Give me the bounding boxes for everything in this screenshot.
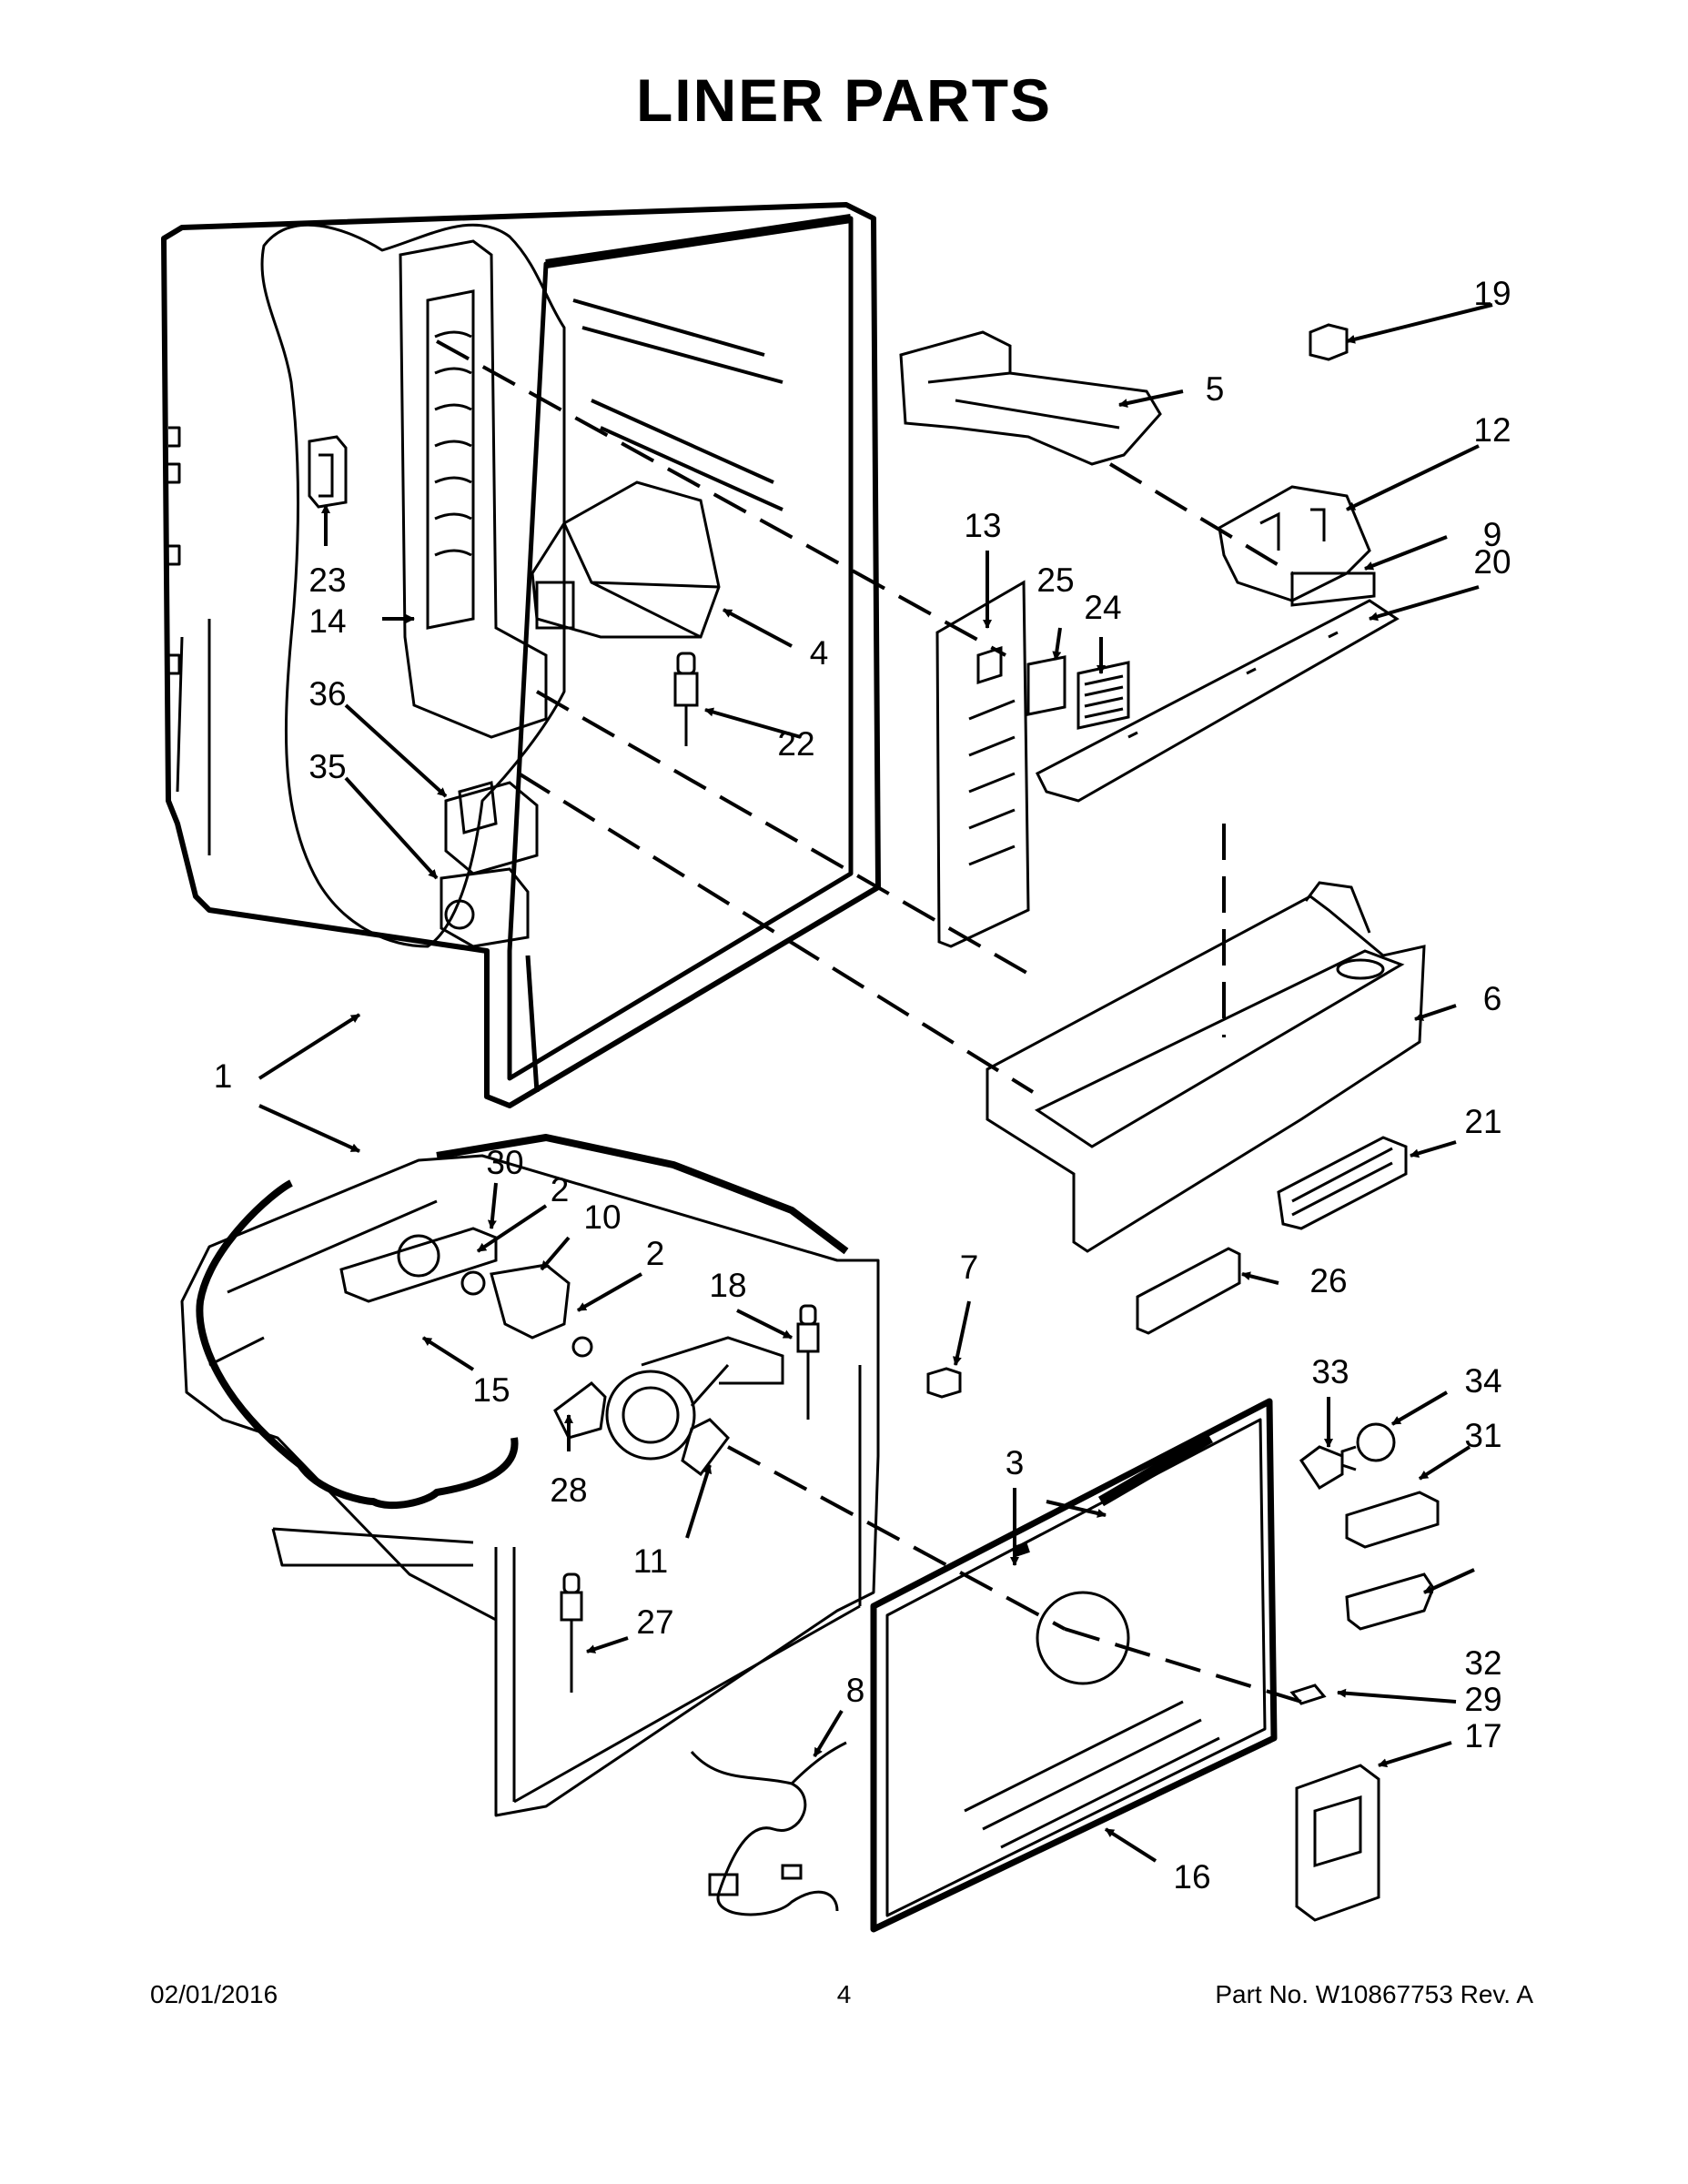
ice-maker-bracket bbox=[1218, 485, 1376, 607]
callout-label: 20 bbox=[1473, 543, 1511, 581]
callout-label: 2 bbox=[551, 1171, 570, 1208]
clip-part bbox=[308, 435, 348, 509]
callout-label: 7 bbox=[960, 1249, 979, 1286]
sensor-probe bbox=[673, 652, 699, 746]
callout-label: 13 bbox=[964, 507, 1001, 544]
refrigerator-liner bbox=[161, 202, 881, 1108]
small-clip bbox=[926, 1367, 962, 1399]
callout-label: 24 bbox=[1084, 589, 1121, 626]
page-title: LINER PARTS bbox=[635, 66, 1053, 134]
callout-label: 23 bbox=[308, 561, 346, 599]
callout-label: 29 bbox=[1464, 1681, 1501, 1718]
top-cover-panel bbox=[1035, 599, 1400, 803]
callout-label: 25 bbox=[1036, 561, 1074, 599]
callout-label: 30 bbox=[486, 1144, 523, 1181]
air-tower-part bbox=[1295, 1764, 1380, 1922]
callout-label: 19 bbox=[1473, 275, 1511, 312]
callout-label: 2 bbox=[646, 1235, 665, 1272]
callout-label: 26 bbox=[1309, 1262, 1347, 1299]
control-housing-panel bbox=[935, 580, 1030, 948]
footer-page-number: 4 bbox=[836, 1980, 852, 2008]
freezer-rear-panel bbox=[870, 1398, 1278, 1933]
drawer-housing bbox=[986, 881, 1426, 1253]
thermistor-sensors bbox=[560, 1304, 820, 1693]
callout-label: 9 bbox=[1483, 516, 1502, 553]
footer-part-number: Part No. W10867753 Rev. A bbox=[1215, 1980, 1533, 2008]
evaporator-cover bbox=[399, 239, 548, 739]
callout-labels: 1 1 2 2 3 3 4 5 6 7 8 9 10 11 12 13 14 1… bbox=[214, 275, 1511, 1896]
freezer-liner bbox=[180, 1134, 880, 1817]
leader-arrows bbox=[258, 303, 1493, 1863]
callout-label: 21 bbox=[1464, 1103, 1501, 1140]
callout-label: 17 bbox=[1464, 1717, 1501, 1754]
callout-label: 27 bbox=[636, 1603, 673, 1641]
callout-label: 3 bbox=[1006, 1444, 1025, 1481]
callout-label: 5 bbox=[1206, 370, 1225, 408]
callout-label: 36 bbox=[308, 675, 346, 713]
callout-label: 31 bbox=[1464, 1417, 1501, 1454]
switch-part bbox=[1309, 323, 1349, 361]
callout-label: 33 bbox=[1311, 1353, 1349, 1390]
footer-date: 02/01/2016 bbox=[150, 1980, 278, 2008]
callout-label: 4 bbox=[810, 634, 829, 672]
damper-assembly bbox=[440, 781, 539, 948]
callout-label: 8 bbox=[846, 1672, 865, 1709]
callout-label: 11 bbox=[633, 1542, 668, 1580]
bracket-part bbox=[899, 330, 1162, 466]
callout-label: 10 bbox=[583, 1198, 621, 1236]
callout-label: 28 bbox=[550, 1471, 587, 1509]
door-cover bbox=[1136, 1247, 1241, 1335]
callout-label: 34 bbox=[1464, 1362, 1501, 1400]
callout-label: 32 bbox=[1464, 1644, 1501, 1682]
callout-label: 12 bbox=[1473, 411, 1511, 449]
air-filter bbox=[1026, 655, 1130, 730]
wire-harness bbox=[690, 1741, 847, 1916]
fan-motor-assembly bbox=[339, 1227, 784, 1477]
callout-label: 14 bbox=[308, 602, 346, 640]
light-assembly bbox=[1289, 1422, 1440, 1705]
callout-label: 6 bbox=[1483, 980, 1502, 1017]
alignment-lines bbox=[436, 339, 1302, 1704]
callout-label: 18 bbox=[709, 1267, 746, 1304]
callout-label: 22 bbox=[777, 725, 814, 763]
callout-label: 1 bbox=[214, 1057, 233, 1095]
control-panel bbox=[1277, 1136, 1408, 1230]
ice-bucket bbox=[531, 480, 721, 639]
callout-label: 16 bbox=[1173, 1858, 1210, 1896]
callout-label: 15 bbox=[472, 1371, 510, 1409]
callout-label: 35 bbox=[308, 748, 346, 785]
